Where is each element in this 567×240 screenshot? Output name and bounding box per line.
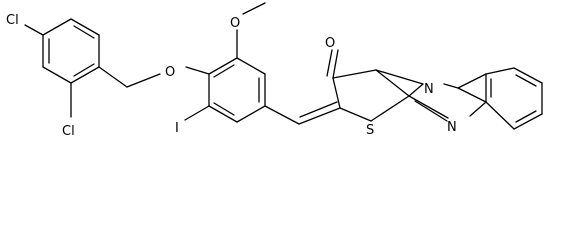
methoxy-oxygen-label: O bbox=[230, 16, 240, 31]
exocyclic-double-bond-second bbox=[299, 101, 338, 118]
exocyclic-double-bond bbox=[298, 107, 341, 125]
iodine-bond bbox=[184, 105, 210, 121]
ether-oxygen-label: O bbox=[165, 65, 175, 80]
o-ring-bond bbox=[185, 66, 210, 75]
thiazolone-ring bbox=[332, 69, 410, 122]
methyl-bond bbox=[242, 2, 266, 15]
imine-nitrogen-label: N bbox=[447, 120, 457, 135]
benzo-ring bbox=[457, 67, 543, 130]
ch2-o-bond bbox=[126, 73, 161, 88]
carbonyl-bond bbox=[332, 49, 339, 79]
benzyl-ch2-bond bbox=[98, 66, 128, 88]
central-benzene-ring bbox=[208, 57, 266, 123]
iodine-label: I bbox=[175, 121, 179, 136]
chlorine-bottom-label: Cl bbox=[62, 124, 75, 139]
chlorine-top-label: Cl bbox=[6, 13, 19, 28]
carbonyl-oxygen-label: O bbox=[325, 36, 335, 51]
dichlorophenyl-ring bbox=[42, 18, 100, 84]
cl-top-bond bbox=[24, 24, 44, 36]
sulfur-label: S bbox=[366, 123, 374, 138]
vinyl-bond bbox=[264, 105, 300, 125]
ring-nitrogen-label: N bbox=[424, 82, 434, 97]
carbonyl-bond-second bbox=[326, 49, 333, 77]
imidazole-ring bbox=[375, 69, 487, 122]
structure-drawing: Cl Cl O O I O N N S bbox=[6, 2, 543, 139]
